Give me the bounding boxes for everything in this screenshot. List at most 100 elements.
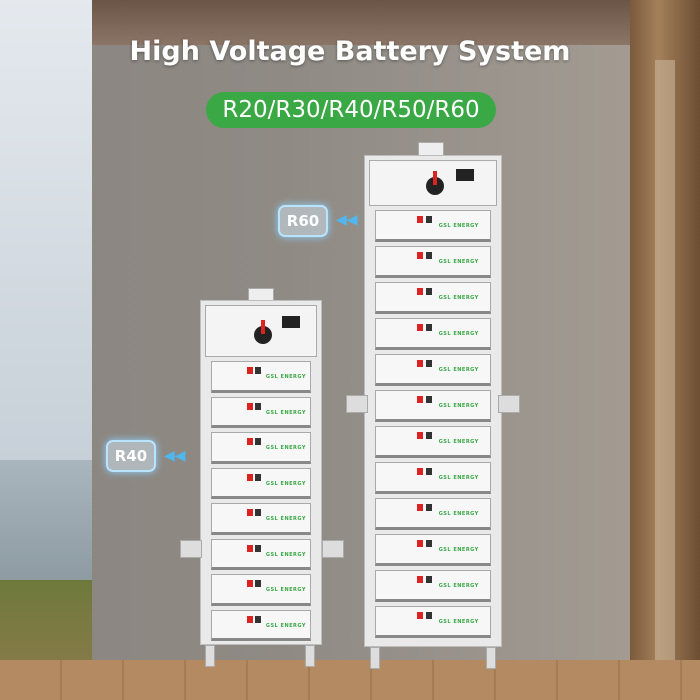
battery-module: GSL ENERGY [375,246,491,278]
page-title: High Voltage Battery System [129,36,571,67]
positive-terminal [417,216,424,223]
negative-terminal [426,612,433,619]
r40-label: R40 [106,440,156,472]
models-badge: R20/R30/R40/R50/R60 [206,92,496,128]
positive-terminal [247,402,254,410]
brand-label: GSL ENERGY [438,583,479,589]
positive-terminal [247,473,254,481]
negative-terminal [255,438,262,445]
side-bracket [498,395,520,413]
brand-label: GSL ENERGY [438,223,479,229]
brand-label: GSL ENERGY [438,475,479,481]
positive-terminal [417,360,424,367]
negative-terminal [255,509,262,516]
negative-terminal [255,580,262,587]
brand-label: GSL ENERGY [438,295,479,301]
brand-label: GSL ENERGY [265,551,307,558]
positive-terminal [417,396,424,403]
door-panel [655,60,675,660]
tower-foot [370,647,380,669]
negative-terminal [426,504,433,511]
brand-label: GSL ENERGY [265,445,307,451]
battery-module: GSL ENERGY [375,462,491,494]
battery-module: GSL ENERGY [211,503,311,535]
power-switch-icon [254,320,272,344]
positive-terminal [417,252,424,259]
negative-terminal [426,540,433,547]
brand-label: GSL ENERGY [438,619,479,625]
battery-module: GSL ENERGY [375,318,491,350]
sky [0,0,92,460]
battery-module: GSL ENERGY [211,538,311,570]
brand-label: GSL ENERGY [265,409,307,416]
control-box [369,160,497,206]
battery-module: GSL ENERGY [211,396,311,428]
display-screen [456,169,474,181]
positive-terminal [247,580,254,587]
negative-terminal [426,252,433,259]
brand-label: GSL ENERGY [438,367,479,373]
side-bracket [346,395,368,413]
positive-terminal [247,509,254,516]
positive-terminal [417,576,424,583]
positive-terminal [417,288,424,295]
negative-terminal [426,216,433,223]
brand-label: GSL ENERGY [438,439,479,445]
battery-module: GSL ENERGY [211,467,311,499]
brand-label: GSL ENERGY [438,331,479,337]
r60-label: R60 [278,205,328,237]
brand-label: GSL ENERGY [265,587,307,593]
battery-module: GSL ENERGY [375,498,491,530]
battery-module: GSL ENERGY [375,390,491,422]
sea [0,460,92,580]
brand-label: GSL ENERGY [438,511,479,517]
positive-terminal [417,432,424,439]
battery-module: GSL ENERGY [375,534,491,566]
tower-foot [305,645,315,667]
battery-module: GSL ENERGY [375,570,491,602]
brand-label: GSL ENERGY [265,516,307,522]
battery-module: GSL ENERGY [211,432,311,464]
battery-module: GSL ENERGY [375,606,491,638]
brand-label: GSL ENERGY [265,374,307,380]
display-screen [282,316,300,328]
battery-module: GSL ENERGY [375,210,491,242]
arrow-icon: ◀◀ [164,448,186,464]
positive-terminal [247,367,254,374]
negative-terminal [426,360,433,367]
negative-terminal [255,544,262,552]
negative-terminal [255,402,262,410]
wooden-floor [0,660,700,700]
battery-module: GSL ENERGY [375,426,491,458]
brand-label: GSL ENERGY [265,480,307,487]
positive-terminal [417,468,424,475]
battery-module: GSL ENERGY [375,282,491,314]
battery-module: GSL ENERGY [375,354,491,386]
positive-terminal [247,615,254,623]
negative-terminal [255,367,262,374]
negative-terminal [426,324,433,331]
positive-terminal [247,544,254,552]
negative-terminal [255,473,262,481]
battery-module: GSL ENERGY [211,609,311,641]
arrow-icon: ◀◀ [336,212,358,228]
battery-module: GSL ENERGY [211,361,311,393]
negative-terminal [426,288,433,295]
positive-terminal [417,324,424,331]
tower-foot [486,647,496,669]
negative-terminal [426,432,433,439]
negative-terminal [426,396,433,403]
battery-tower-r40: GSL ENERGY GSL ENERGY GSL ENERGY GSL ENERGY… [200,300,322,645]
brand-label: GSL ENERGY [438,403,479,409]
side-bracket [322,540,344,558]
positive-terminal [247,438,254,445]
control-box [205,305,317,357]
negative-terminal [255,615,262,623]
brand-label: GSL ENERGY [438,259,479,265]
negative-terminal [426,576,433,583]
power-switch-icon [426,171,444,195]
positive-terminal [417,504,424,511]
positive-terminal [417,540,424,547]
ceiling [92,0,700,45]
